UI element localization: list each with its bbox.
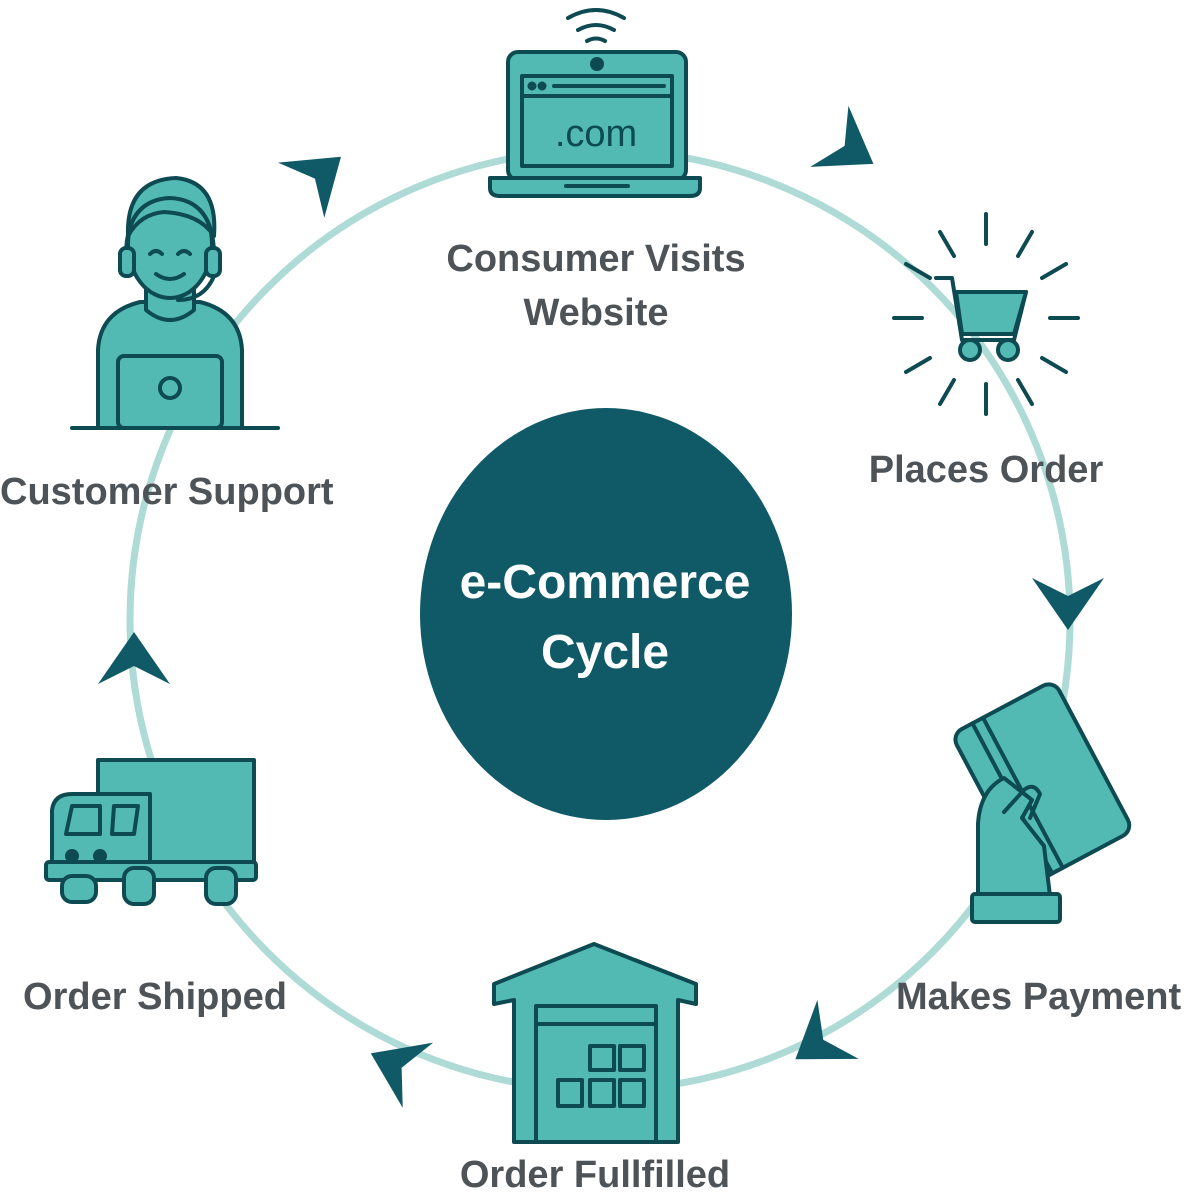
arrow-fulfill-to-ship [370,1042,434,1108]
support-agent-icon [70,176,280,430]
label-order-shipped: Order Shipped [23,976,287,1018]
label-customer-support: Customer Support [0,471,334,513]
center-circle [420,408,792,820]
arrow-visit-to-order [810,105,874,167]
arrow-order-to-payment [1032,578,1104,630]
label-places-order: Places Order [868,449,1104,491]
center-title-line2: Cycle [540,626,670,679]
laptop-screen-text: .com [555,113,637,155]
label-order-fullfilled: Order Fullfilled [459,1154,731,1196]
warehouse-icon [492,942,698,1144]
laptop-dotcom-icon [488,8,702,198]
center-title-line1: e-Commerce [459,556,751,609]
arrow-support-to-visit [278,156,341,218]
label-makes-payment: Makes Payment [896,976,1182,1018]
arrow-payment-to-fulfill [795,999,859,1060]
hand-holding-card-icon [953,682,1132,924]
arrow-ship-to-support [98,632,170,684]
label-consumer-visits-website-line2: Website [523,292,669,334]
delivery-truck-icon [44,758,258,906]
label-consumer-visits-website-line1: Consumer Visits [446,238,746,280]
shopping-cart-icon [892,212,1080,416]
